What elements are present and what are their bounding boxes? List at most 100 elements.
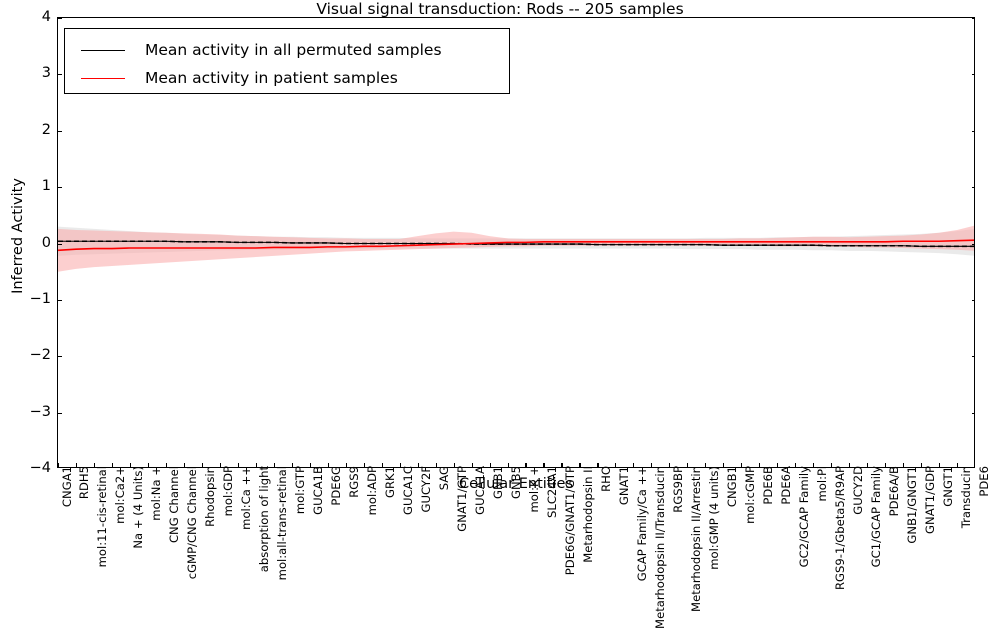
series-line-patient [58, 239, 974, 252]
x-tick-mark [543, 467, 544, 468]
y-tick-mark-right [972, 130, 974, 132]
y-tick-mark-right [972, 299, 974, 301]
x-tick-label: mol:Ca2+ [113, 466, 128, 524]
x-tick-mark [867, 467, 868, 468]
x-tick-label: mol:Na + [149, 466, 164, 521]
x-tick-mark-inner [453, 463, 455, 467]
y-tick-label: 0 [41, 234, 51, 251]
x-tick-mark [382, 467, 383, 468]
x-tick-mark [597, 467, 598, 468]
x-tick-mark-inner [507, 463, 509, 467]
legend-item-permuted: Mean activity in all permuted samples [75, 36, 499, 64]
x-tick-mark-inner [255, 463, 257, 467]
x-tick-mark [184, 467, 185, 468]
x-tick-mark-inner [687, 463, 689, 467]
y-tick-mark-inner [58, 412, 62, 414]
x-tick-mark-inner [669, 463, 671, 467]
x-tick-label: PDE6 [976, 466, 991, 497]
y-tick-mark-inner [58, 74, 62, 76]
x-tick-mark [957, 467, 958, 468]
x-tick-mark-inner [615, 463, 617, 467]
y-tick-mark-inner [58, 356, 62, 358]
x-tick-mark-inner [543, 463, 545, 467]
series-line-permuted [58, 240, 974, 248]
x-tick-mark-inner [417, 463, 419, 467]
x-tick-mark-inner [471, 463, 473, 467]
x-tick-mark [885, 467, 886, 468]
y-tick-mark-right [972, 74, 974, 76]
x-tick-mark-inner [75, 463, 78, 467]
x-tick-mark-inner [93, 463, 96, 467]
legend-label-patient: Mean activity in patient samples [145, 69, 398, 87]
x-tick-mark-inner [237, 463, 239, 467]
legend-label-permuted: Mean activity in all permuted samples [145, 41, 442, 59]
y-tick-mark-right [972, 412, 974, 414]
x-tick-mark-inner [957, 463, 959, 467]
x-tick-mark-inner [921, 463, 923, 467]
chart-legend: Mean activity in all permuted samples Me… [64, 28, 510, 94]
y-tick-mark-inner [58, 299, 62, 301]
x-tick-mark-inner [201, 463, 203, 467]
x-tick-mark [921, 467, 922, 468]
x-tick-mark [651, 467, 652, 468]
x-tick-mark [310, 467, 311, 468]
x-tick-mark [759, 467, 760, 468]
x-tick-mark [777, 467, 778, 468]
legend-swatch-permuted [81, 49, 125, 51]
x-tick-mark [723, 467, 724, 468]
x-tick-mark-inner [58, 463, 60, 467]
x-tick-mark [615, 467, 616, 468]
x-tick-mark [202, 467, 203, 468]
x-tick-mark-inner [381, 463, 383, 467]
x-tick-mark [705, 467, 706, 468]
x-tick-mark-inner [849, 463, 851, 467]
x-tick-mark [328, 467, 329, 468]
x-tick-mark-inner [795, 463, 797, 467]
y-tick-label: −4 [29, 460, 51, 476]
x-tick-mark [939, 467, 940, 468]
x-tick-mark [130, 467, 131, 468]
x-tick-mark [148, 467, 149, 468]
x-tick-mark [687, 467, 688, 468]
x-tick-mark-inner [327, 463, 329, 467]
x-tick-mark-inner [525, 463, 527, 467]
x-tick-mark-inner [435, 463, 437, 467]
y-tick-label: −1 [29, 290, 51, 307]
x-tick-mark [400, 467, 401, 468]
x-tick-mark-inner [129, 463, 131, 467]
x-tick-mark-inner [867, 463, 869, 467]
x-tick-mark-inner [273, 463, 275, 467]
y-tick-label: 3 [41, 65, 51, 82]
x-tick-mark [903, 467, 904, 468]
x-tick-mark-inner [939, 463, 941, 467]
figure: Visual signal transduction: Rods -- 205 … [10, 1, 991, 629]
x-tick-mark [795, 467, 796, 468]
x-tick-mark-inner [903, 463, 905, 467]
y-tick-label: 4 [41, 9, 51, 25]
x-tick-mark-inner [147, 463, 149, 467]
confidence-band-patient [58, 225, 974, 272]
x-tick-mark-inner [723, 463, 725, 467]
x-tick-mark-inner [579, 463, 581, 467]
plot-svg [58, 225, 974, 272]
x-tick-mark [849, 467, 850, 468]
x-tick-mark-inner [291, 463, 293, 467]
y-tick-mark-right [972, 187, 974, 189]
x-tick-mark-inner [363, 463, 365, 467]
x-tick-mark-inner [309, 463, 311, 467]
x-tick-mark-inner [759, 463, 761, 467]
y-tick-label: 2 [41, 121, 51, 138]
x-tick-mark-inner [813, 463, 815, 467]
y-tick-mark-inner [58, 243, 62, 245]
x-tick-mark [525, 467, 526, 468]
x-tick-mark [579, 467, 580, 468]
x-tick-mark [112, 467, 113, 468]
x-tick-mark-inner [633, 463, 635, 467]
x-tick-mark [58, 467, 59, 468]
x-tick-mark [94, 467, 95, 468]
x-tick-mark-inner [777, 463, 779, 467]
x-tick-mark [256, 467, 257, 468]
x-tick-mark [292, 467, 293, 468]
x-tick-mark [633, 467, 634, 468]
legend-item-patient: Mean activity in patient samples [75, 64, 499, 92]
